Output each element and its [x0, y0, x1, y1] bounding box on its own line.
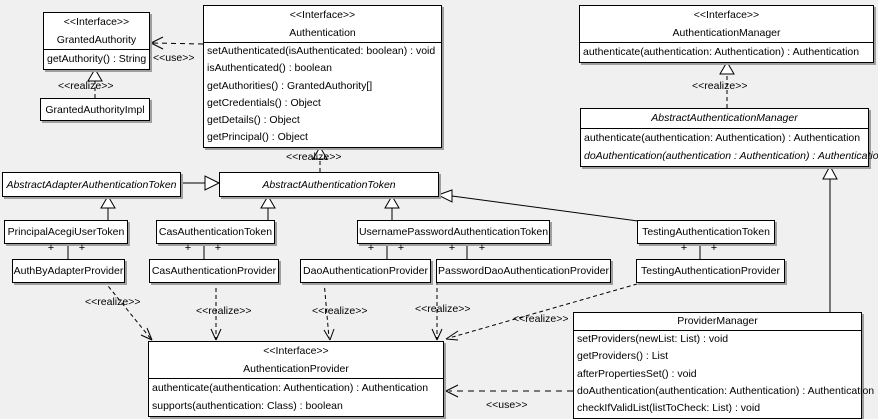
method: getDetails() : Object	[207, 114, 300, 127]
method: setProviders(newList: List) : void	[577, 333, 729, 345]
class-name: DaoAuthenticationProvider	[303, 265, 428, 277]
class-cas-authentication-token[interactable]: CasAuthenticationToken	[156, 220, 275, 244]
class-name: AuthenticationManager	[672, 27, 781, 39]
class-name: Authentication	[289, 27, 356, 39]
class-name: AbstractAuthenticationManager	[651, 112, 798, 124]
class-name: AbstractAuthenticationToken	[262, 178, 396, 191]
realize-label: <<realize>>	[312, 305, 368, 317]
realize-edge-abstractauthenticationtoken[interactable]	[312, 146, 328, 172]
stereotype: <<Interface>>	[263, 345, 329, 357]
class-cas-authentication-provider[interactable]: CasAuthenticationProvider	[149, 259, 279, 283]
stereotype: <<Interface>>	[289, 9, 356, 21]
class-abstract-authentication-manager[interactable]: AbstractAuthenticationManager authentica…	[580, 108, 878, 167]
realize-label: <<realize>>	[415, 303, 471, 315]
association-end-plus: +	[478, 242, 486, 254]
use-edge-providermanager-to-authenticationprovider[interactable]	[445, 384, 573, 398]
association-end-plus: +	[78, 242, 86, 254]
class-principal-acegi-user-token[interactable]: PrincipalAcegiUserToken	[4, 220, 128, 244]
class-name: GrantedAuthorityImpl	[45, 103, 145, 116]
class-name: GrantedAuthority	[56, 34, 137, 46]
class-name: CasAuthenticationToken	[158, 226, 273, 238]
realize-edge-abstractauthenticationmanager[interactable]	[719, 61, 735, 108]
generalization-edge-casauthenticationtoken[interactable]	[260, 195, 276, 220]
class-name: TestingAuthenticationToken	[642, 226, 770, 238]
method: authenticate(authentication: Authenticat…	[583, 46, 860, 58]
generalization-edge-usernamepasswordtoken[interactable]	[384, 195, 400, 220]
class-authentication-manager[interactable]: <<Interface>> AuthenticationManager auth…	[579, 5, 874, 63]
class-testing-authentication-provider[interactable]: TestingAuthenticationProvider	[636, 259, 785, 283]
generalization-edge-testingauthenticationtoken[interactable]	[436, 189, 646, 223]
class-provider-manager[interactable]: ProviderManager setProviders(newList: Li…	[573, 312, 875, 419]
use-label: <<use>>	[486, 399, 528, 411]
use-label: <<use>>	[153, 52, 195, 64]
method-abstract: doAuthentication(authentication : Authen…	[584, 150, 878, 162]
realize-edge-authbyadapterprovider[interactable]	[103, 280, 153, 341]
generalization-edge-principalacegiusertoken[interactable]	[100, 195, 116, 220]
class-authentication[interactable]: <<Interface>> Authentication setAuthenti…	[203, 5, 442, 148]
class-username-password-authentication-token[interactable]: UsernamePasswordAuthenticationToken	[357, 220, 550, 244]
class-name: AuthenticationProvider	[243, 363, 349, 375]
use-edge-authentication-to-grantedauthority[interactable]	[150, 36, 204, 50]
generalization-edge-abstractadapter[interactable]	[179, 175, 221, 191]
class-name: AbstractAdapterAuthenticationToken	[6, 178, 177, 191]
realize-label: <<realize>>	[692, 80, 748, 92]
method: getCredentials() : Object	[207, 96, 321, 109]
class-name: PasswordDaoAuthenticationProvider	[437, 265, 609, 277]
stereotype: <<Interface>>	[63, 16, 130, 28]
method: getAuthorities() : GrantedAuthority[]	[207, 79, 373, 92]
association-end-plus: +	[680, 242, 688, 254]
class-abstract-adapter-authentication-token[interactable]: AbstractAdapterAuthenticationToken	[2, 172, 181, 197]
generalization-edge-providermanager[interactable]	[822, 164, 838, 312]
realize-label: <<realize>>	[85, 296, 141, 308]
realize-label: <<realize>>	[513, 313, 569, 325]
stereotype: <<Interface>>	[693, 9, 760, 21]
realize-label: <<realize>>	[196, 305, 252, 317]
association-end-plus: +	[184, 242, 192, 254]
association-end-plus: +	[710, 242, 718, 254]
class-abstract-authentication-token[interactable]: AbstractAuthenticationToken	[219, 172, 439, 197]
method: doAuthentication(authentication: Authent…	[577, 384, 875, 397]
realize-edge-daoauthenticationprovider[interactable]	[323, 280, 335, 341]
class-auth-by-adapter-provider[interactable]: AuthByAdapterProvider	[12, 259, 125, 283]
method: afterPropertiesSet() : void	[577, 367, 697, 380]
method: supports(authentication: Class) : boolea…	[152, 400, 343, 412]
method: getAuthority() : String	[47, 53, 147, 65]
class-name: PrincipalAcegiUserToken	[7, 226, 125, 238]
realize-edge-casauthenticationprovider[interactable]	[210, 281, 222, 341]
association-end-plus: +	[47, 242, 55, 254]
method: checkIfValidList(listToCheck: List) : vo…	[577, 402, 761, 415]
realize-label: <<realize>>	[286, 151, 342, 163]
class-granted-authority[interactable]: <<Interface>> GrantedAuthority getAuthor…	[43, 12, 150, 70]
class-name: TestingAuthenticationProvider	[641, 265, 780, 277]
association-end-plus: +	[397, 242, 405, 254]
realize-label: <<realize>>	[58, 80, 114, 92]
class-authentication-provider[interactable]: <<Interface>> AuthenticationProvider aut…	[148, 341, 444, 417]
realize-edge-passworddaoprovider[interactable]	[431, 281, 443, 341]
class-name: CasAuthenticationProvider	[151, 265, 277, 277]
class-name: ProviderManager	[677, 315, 758, 327]
class-dao-authentication-provider[interactable]: DaoAuthenticationProvider	[300, 259, 431, 283]
class-name: UsernamePasswordAuthenticationToken	[358, 226, 549, 238]
method: getPrincipal() : Object	[207, 131, 308, 144]
class-testing-authentication-token[interactable]: TestingAuthenticationToken	[637, 220, 775, 244]
association-end-plus: +	[367, 242, 375, 254]
method: isAuthenticated() : boolean	[207, 62, 332, 75]
class-granted-authority-impl[interactable]: GrantedAuthorityImpl	[40, 98, 150, 121]
association-end-plus: +	[214, 242, 222, 254]
realize-edge-testingauthenticationprovider[interactable]	[445, 281, 645, 341]
method: getProviders() : List	[577, 350, 669, 363]
class-name: AuthByAdapterProvider	[13, 265, 124, 277]
method: setAuthenticated(isAuthenticated: boolea…	[207, 45, 436, 57]
realize-edge-grantedauthorityimpl[interactable]	[87, 68, 103, 98]
class-password-dao-authentication-provider[interactable]: PasswordDaoAuthenticationProvider	[436, 259, 611, 283]
method: authenticate(authentication: Authenticat…	[584, 132, 861, 144]
association-end-plus: +	[448, 242, 456, 254]
method: authenticate(authentication: Authenticat…	[152, 382, 429, 394]
